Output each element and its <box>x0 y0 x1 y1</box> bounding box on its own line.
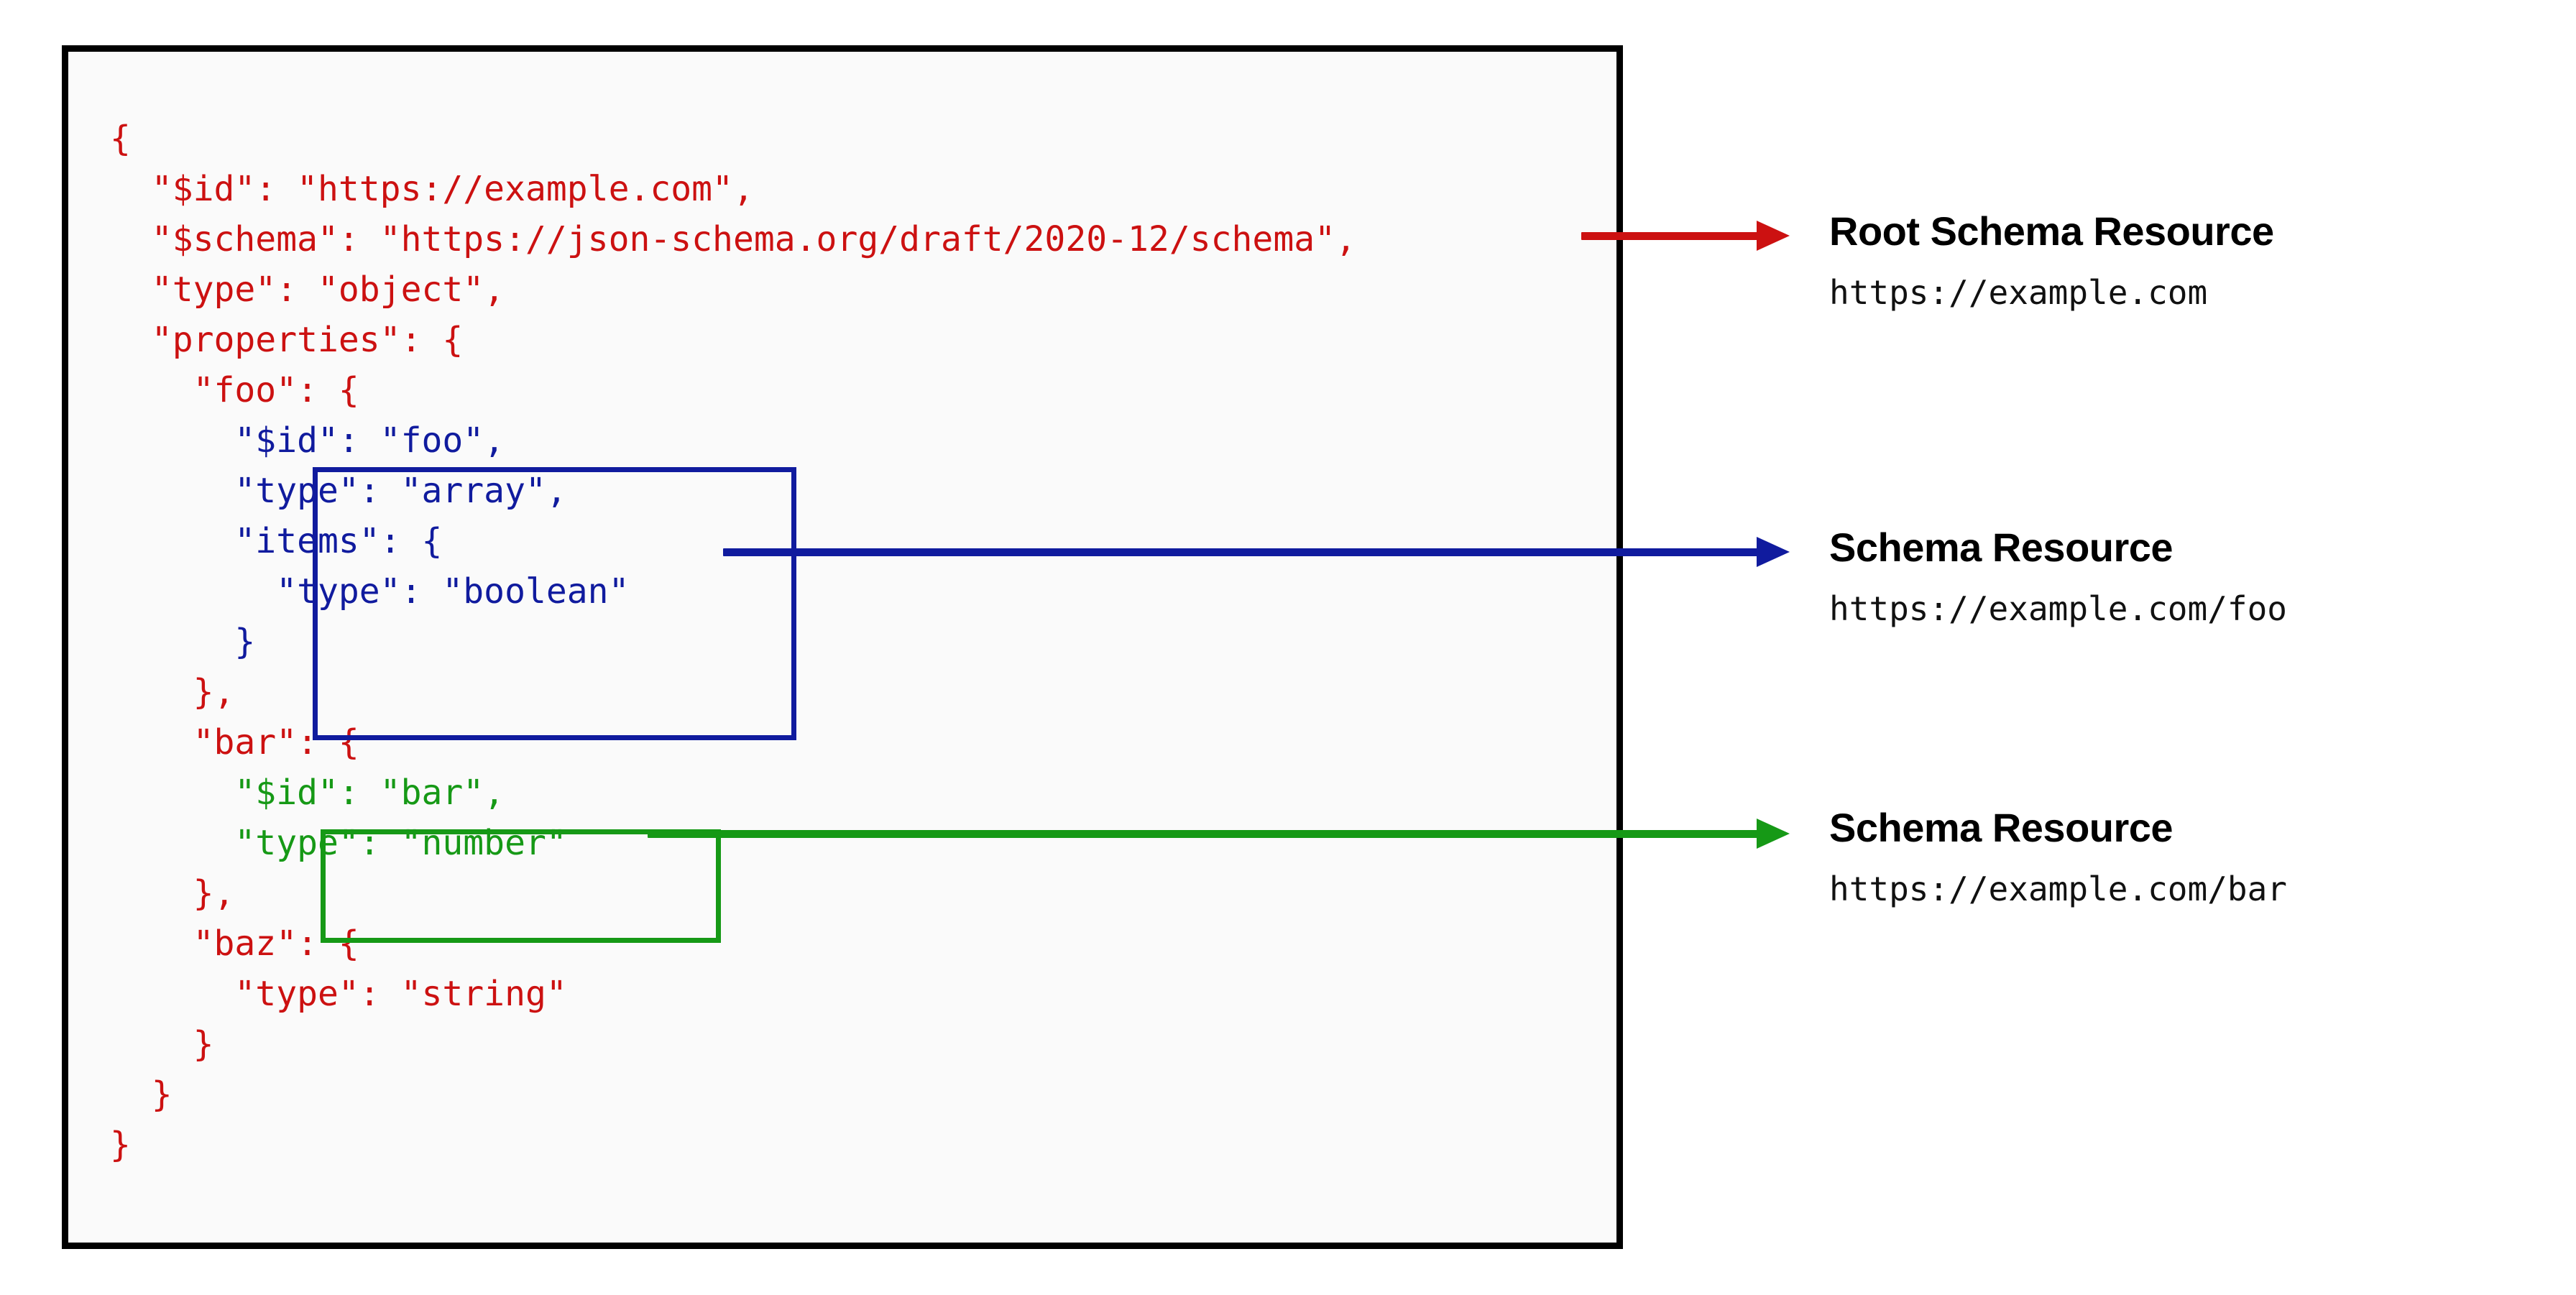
code-line: "foo": { <box>110 370 359 410</box>
legend-uri: https://example.com/foo <box>1829 589 2287 628</box>
code-line: "type": "boolean" <box>110 571 630 612</box>
code-line: } <box>110 1074 172 1115</box>
code-line: "bar": { <box>110 722 359 762</box>
legend-title: Schema Resource <box>1829 805 2174 850</box>
arrow-head-icon <box>1757 221 1790 251</box>
legend-item-foo-schema-resource: Schema Resource https://example.com/foo <box>1829 525 2534 628</box>
code-line: }, <box>110 873 235 913</box>
code-line: "type": "string" <box>110 974 567 1014</box>
code-line: } <box>110 622 256 662</box>
code-line: } <box>110 1024 214 1064</box>
legend-uri: https://example.com <box>1829 273 2208 312</box>
arrow-head-icon <box>1757 537 1790 567</box>
code-line: "type": "object", <box>110 269 505 310</box>
code-line: "$id": "bar", <box>110 773 505 813</box>
arrow-shaft <box>648 830 1761 838</box>
code-line: "items": { <box>110 521 443 561</box>
json-code-block: { "$id": "https://example.com", "$schema… <box>110 114 1356 1170</box>
arrow-head-icon <box>1757 819 1790 849</box>
code-line: "baz": { <box>110 923 359 964</box>
legend-item-root-schema-resource: Root Schema Resource https://example.com <box>1829 208 2534 312</box>
code-line: "$schema": "https://json-schema.org/draf… <box>110 219 1356 259</box>
code-line: { <box>110 119 131 159</box>
code-line: "properties": { <box>110 320 464 360</box>
arrow-shaft <box>1581 232 1761 240</box>
code-line: "type": "array", <box>110 471 567 511</box>
legend-item-bar-schema-resource: Schema Resource https://example.com/bar <box>1829 805 2534 908</box>
code-line: } <box>110 1125 131 1165</box>
code-line: "type": "number" <box>110 823 567 863</box>
json-code-panel: { "$id": "https://example.com", "$schema… <box>62 45 1623 1249</box>
code-line: "$id": "foo", <box>110 420 505 461</box>
legend-title: Root Schema Resource <box>1829 208 2274 254</box>
arrow-shaft <box>723 548 1761 556</box>
code-line: }, <box>110 672 235 712</box>
legend-uri: https://example.com/bar <box>1829 870 2287 908</box>
code-line: "$id": "https://example.com", <box>110 169 754 209</box>
legend-title: Schema Resource <box>1829 525 2174 570</box>
